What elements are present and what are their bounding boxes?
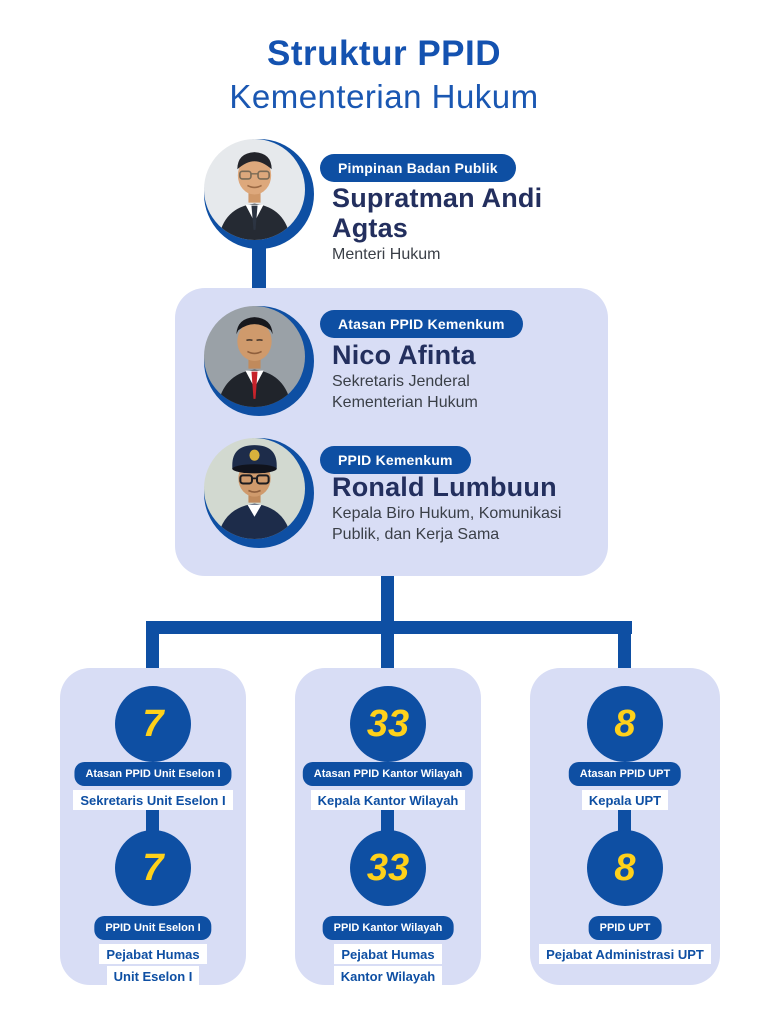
- count-ppid-kantor-wilayah: 33: [350, 830, 426, 906]
- label-sekretaris-unit-eselon: Sekretaris Unit Eselon I: [43, 788, 263, 810]
- badge-atasan-ppid-unit-eselon: Atasan PPID Unit Eselon I: [74, 762, 232, 786]
- leader-name-nico: Nico Afinta: [332, 340, 476, 370]
- badge-ppid-unit-eselon: PPID Unit Eselon I: [94, 916, 212, 940]
- count-atasan-kantor-wilayah: 33: [350, 686, 426, 762]
- label-pejabat-administrasi-upt: Pejabat Administrasi UPT: [515, 942, 735, 964]
- count-value: 8: [614, 846, 636, 889]
- count-value: 8: [614, 702, 636, 745]
- count-atasan-unit-eselon: 7: [115, 686, 191, 762]
- photo-frame-supratman: [204, 139, 314, 249]
- connector-drop-middle: [381, 621, 394, 668]
- count-atasan-upt: 8: [587, 686, 663, 762]
- nico-photo: [204, 306, 305, 407]
- badge-pimpinan-badan-publik: Pimpinan Badan Publik: [320, 154, 516, 182]
- count-ppid-unit-eselon: 7: [115, 830, 191, 906]
- count-value: 7: [142, 846, 164, 889]
- count-value: 7: [142, 702, 164, 745]
- ronald-photo: [204, 438, 305, 539]
- connector-top-stem: [252, 243, 266, 291]
- badge-ppid-upt: PPID UPT: [588, 916, 662, 940]
- badge-atasan-ppid-upt: Atasan PPID UPT: [568, 762, 682, 786]
- connector-drop-right: [618, 621, 631, 668]
- page-subtitle: Kementerian Hukum: [229, 78, 539, 115]
- count-value: 33: [366, 702, 410, 745]
- photo-frame-ronald: [204, 438, 314, 548]
- badge-ppid-kemenkum: PPID Kemenkum: [320, 446, 471, 474]
- page-title: Struktur PPID: [266, 34, 502, 73]
- label-kepala-upt: Kepala UPT: [515, 788, 735, 810]
- badge-atasan-ppid-kemenkum: Atasan PPID Kemenkum: [320, 310, 523, 338]
- leader-title-nico: Sekretaris Jenderal Kementerian Hukum: [332, 373, 478, 411]
- count-ppid-upt: 8: [587, 830, 663, 906]
- leader-name-supratman: Supratman Andi Agtas: [332, 183, 543, 244]
- photo-frame-nico: [204, 306, 314, 416]
- connector-main-stem: [381, 576, 394, 634]
- leader-title-ronald: Kepala Biro Hukum, Komunikasi Publik, da…: [332, 505, 562, 543]
- connector-drop-left: [146, 621, 159, 668]
- leader-name-ronald: Ronald Lumbuun: [332, 472, 557, 502]
- label-kepala-kantor-wilayah: Kepala Kantor Wilayah: [278, 788, 498, 810]
- leader-title-supratman: Menteri Hukum: [332, 246, 441, 263]
- badge-atasan-ppid-kantor-wilayah: Atasan PPID Kantor Wilayah: [302, 762, 474, 786]
- count-value: 33: [366, 846, 410, 889]
- supratman-photo: [204, 139, 305, 240]
- badge-ppid-kantor-wilayah: PPID Kantor Wilayah: [322, 916, 454, 940]
